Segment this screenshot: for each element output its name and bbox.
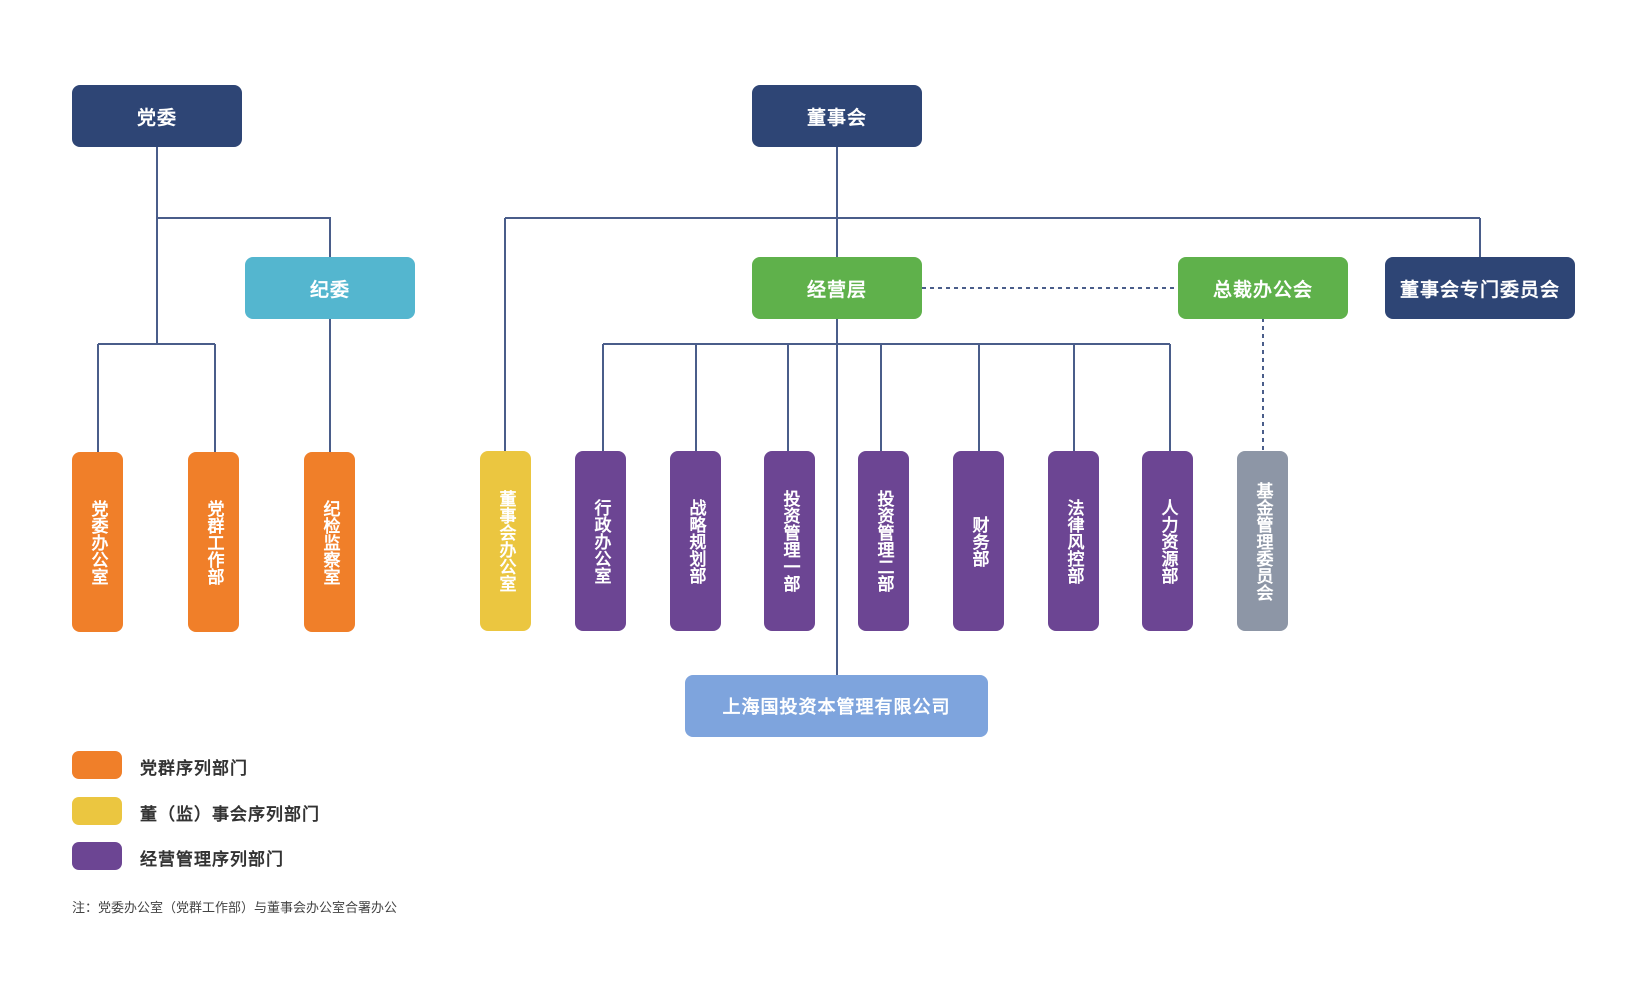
footnote: 注：党委办公室（党群工作部）与董事会办公室合署办公 bbox=[72, 901, 398, 916]
node-human-resources: 人力资源部 bbox=[1142, 451, 1193, 631]
node-strategic-planning-label: 战略规划部 bbox=[685, 498, 706, 584]
node-strategic-planning: 战略规划部 bbox=[670, 451, 721, 631]
node-president-office-meeting-label: 总裁办公会 bbox=[1212, 278, 1313, 301]
node-discipline-committee: 纪委 bbox=[245, 257, 415, 319]
node-finance-label: 财务部 bbox=[968, 515, 989, 567]
node-investment-mgmt-2-label: 投资管理二部 bbox=[873, 490, 894, 592]
node-fund-mgmt-committee: 基金管理委员会 bbox=[1237, 451, 1288, 631]
node-party-mass-work: 党群工作部 bbox=[188, 452, 239, 632]
node-investment-mgmt-2: 投资管理二部 bbox=[858, 451, 909, 631]
node-board-special-committees: 董事会专门委员会 bbox=[1385, 257, 1575, 319]
node-management-label: 经营层 bbox=[806, 278, 867, 301]
node-party-office: 党委办公室 bbox=[72, 452, 123, 632]
node-board-special-committees-label: 董事会专门委员会 bbox=[1399, 278, 1560, 301]
node-president-office-meeting: 总裁办公会 bbox=[1178, 257, 1348, 319]
node-discipline-committee-label: 纪委 bbox=[309, 278, 350, 301]
node-board-office-label: 董事会办公室 bbox=[495, 490, 516, 592]
legend-swatch-party bbox=[72, 751, 122, 779]
node-party-committee-label: 党委 bbox=[136, 106, 177, 129]
node-investment-mgmt-1: 投资管理一部 bbox=[764, 451, 815, 631]
node-discipline-inspection-label: 纪检监察室 bbox=[319, 499, 340, 585]
node-discipline-inspection: 纪检监察室 bbox=[304, 452, 355, 632]
node-party-committee: 党委 bbox=[72, 85, 242, 147]
node-management: 经营层 bbox=[752, 257, 922, 319]
node-board: 董事会 bbox=[752, 85, 922, 147]
connector-party-to-discipline bbox=[157, 217, 331, 257]
node-capital-company-label: 上海国投资本管理有限公司 bbox=[722, 697, 951, 718]
node-party-office-label: 党委办公室 bbox=[87, 499, 108, 585]
legend-label-party: 党群序列部门 bbox=[140, 759, 248, 779]
node-admin-office-label: 行政办公室 bbox=[590, 498, 611, 584]
legend-label-board: 董（监）事会序列部门 bbox=[140, 805, 320, 825]
legend-label-management: 经营管理序列部门 bbox=[140, 850, 284, 870]
node-admin-office: 行政办公室 bbox=[575, 451, 626, 631]
node-board-label: 董事会 bbox=[806, 106, 867, 129]
node-finance: 财务部 bbox=[953, 451, 1004, 631]
node-investment-mgmt-1-label: 投资管理一部 bbox=[779, 490, 800, 592]
node-fund-mgmt-committee-label: 基金管理委员会 bbox=[1252, 481, 1273, 601]
node-board-office: 董事会办公室 bbox=[480, 451, 531, 631]
legend-swatch-management bbox=[72, 842, 122, 870]
node-legal-risk-label: 法律风控部 bbox=[1063, 498, 1084, 584]
node-capital-company: 上海国投资本管理有限公司 bbox=[685, 675, 988, 737]
node-legal-risk: 法律风控部 bbox=[1048, 451, 1099, 631]
node-party-mass-work-label: 党群工作部 bbox=[203, 499, 224, 585]
node-human-resources-label: 人力资源部 bbox=[1157, 498, 1178, 584]
legend-swatch-board bbox=[72, 797, 122, 825]
